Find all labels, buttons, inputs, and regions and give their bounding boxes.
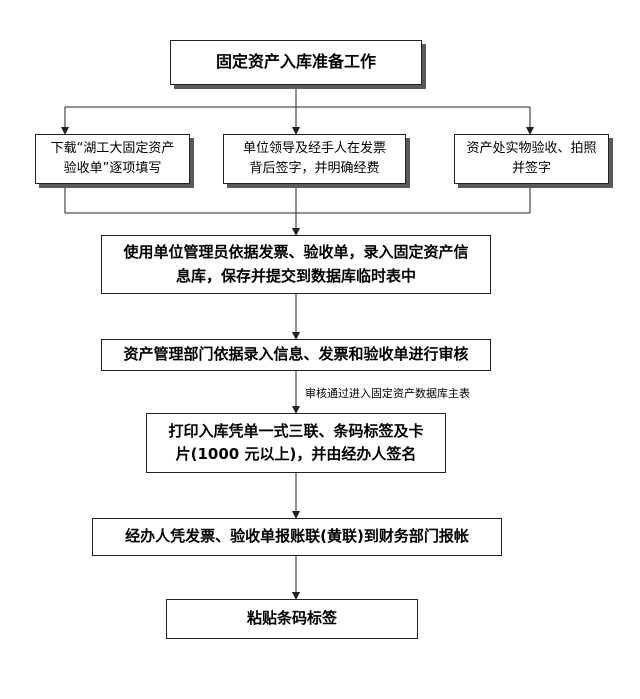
mid-branch-text: 单位领导及经手人在发票 背后签字，并明确经费 xyxy=(242,140,386,176)
left-branch-text: 下载“湖工大固定资产 验收单”逐项填写 xyxy=(50,140,175,176)
step4-box: 经办人凭发票、验收单报账联(黄联)到财务部门报帐 xyxy=(92,518,502,556)
left-branch-box: 下载“湖工大固定资产 验收单”逐项填写 xyxy=(35,134,190,184)
title-text: 固定资产入库准备工作 xyxy=(215,52,376,72)
step5-box: 粘贴条码标签 xyxy=(166,599,418,639)
step5-text: 粘贴条码标签 xyxy=(246,609,337,628)
step1-text: 使用单位管理员依据发票、验收单，录入固定资产信 息库，保存并提交到数据库临时表中 xyxy=(123,243,469,285)
title-box: 固定资产入库准备工作 xyxy=(170,40,422,85)
step3-text: 打印入库凭单一式三联、条码标签及卡 片(1000 元以上)，并由经办人签名 xyxy=(168,421,424,463)
approval-note: 审核通过进入固定资产数据库主表 xyxy=(305,387,470,400)
right-branch-text: 资产处实物验收、拍照 并签字 xyxy=(466,140,597,176)
step2-text: 资产管理部门依据录入信息、发票和验收单进行审核 xyxy=(123,345,469,364)
step2-box: 资产管理部门依据录入信息、发票和验收单进行审核 xyxy=(101,339,491,371)
step4-text: 经办人凭发票、验收单报账联(黄联)到财务部门报帐 xyxy=(125,527,469,546)
step1-box: 使用单位管理员依据发票、验收单，录入固定资产信 息库，保存并提交到数据库临时表中 xyxy=(101,235,491,294)
right-branch-box: 资产处实物验收、拍照 并签字 xyxy=(454,134,609,184)
step3-box: 打印入库凭单一式三联、条码标签及卡 片(1000 元以上)，并由经办人签名 xyxy=(146,413,446,473)
mid-branch-box: 单位领导及经手人在发票 背后签字，并明确经费 xyxy=(223,134,406,184)
